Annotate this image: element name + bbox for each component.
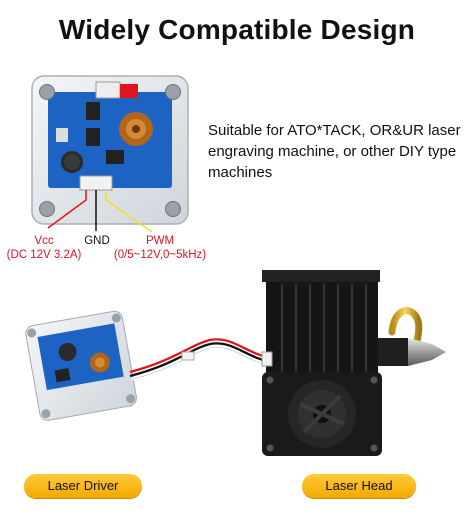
laser-driver-caption: Laser Driver [24,474,142,498]
gnd-label: GND [74,234,120,248]
vcc-pin-name: Vcc [34,235,54,247]
vcc-pin-spec: (DC 12V 3.2A) [6,249,82,261]
vcc-label: Vcc (DC 12V 3.2A) [4,234,84,262]
pwm-pin-name: PWM [145,235,175,247]
pwm-label: PWM (0/5~12V,0~5kHz) [108,234,212,262]
page-title: Widely Compatible Design [58,14,416,45]
gnd-pin-name: GND [84,235,110,247]
pwm-pin-spec: (0/5~12V,0~5kHz) [113,249,207,261]
pin-wires [47,190,153,233]
cable-tie [181,351,195,361]
connection-cable [129,338,271,382]
driver-board-closeup [31,75,189,225]
laser-head-caption: Laser Head [302,474,416,498]
compatibility-description: Suitable for ATO*TACK, OR&UR laser engra… [208,122,461,181]
laser-driver-photo [25,310,137,421]
laser-head-photo [261,270,446,456]
